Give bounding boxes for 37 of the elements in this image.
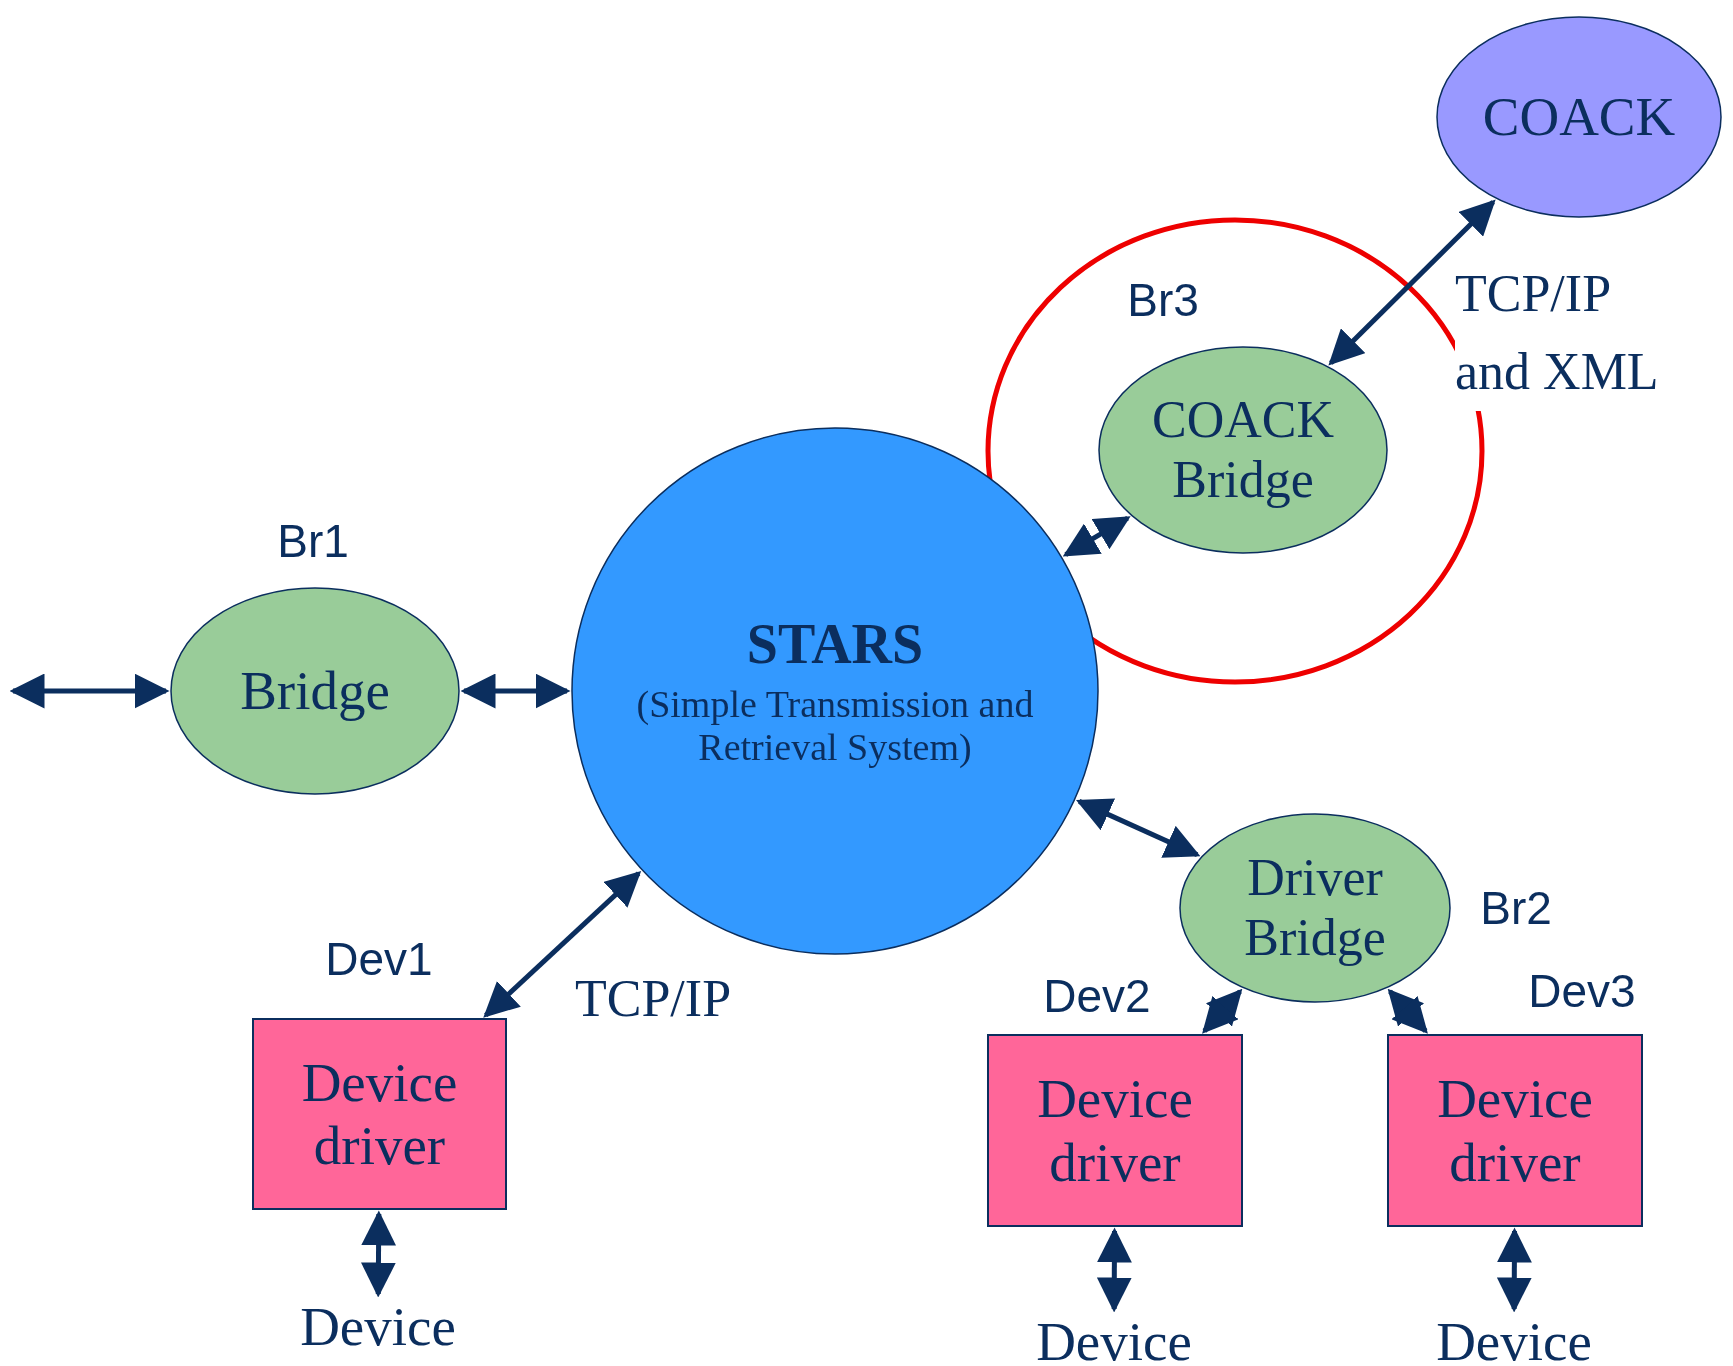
double-arrow (1062, 516, 1131, 557)
node-text: COACK Bridge (1151, 390, 1335, 510)
coack-ellipse (1436, 16, 1722, 218)
stars-circle (571, 427, 1099, 955)
double-arrow (1496, 1227, 1532, 1313)
double-arrow (9, 673, 170, 709)
device-driver-box (1387, 1034, 1643, 1227)
node-tag: Dev1 (325, 936, 433, 982)
node-text: Device driver (1436, 1067, 1594, 1194)
double-arrow (1096, 1227, 1132, 1313)
node-text: Device (1436, 1310, 1592, 1366)
double-arrow (360, 1210, 397, 1298)
node-text: Bridge (240, 659, 390, 723)
device-driver-box (252, 1018, 507, 1210)
node-tag: Dev3 (1528, 968, 1636, 1014)
double-arrow (1387, 988, 1428, 1034)
node-text: COACK (1482, 85, 1676, 149)
node-text: Device (1036, 1310, 1192, 1366)
title-text: STARS (746, 612, 924, 677)
node-text: Device driver (300, 1050, 459, 1178)
double-arrow (1202, 988, 1243, 1034)
subtitle-text: (Simple Transmission and Retrieval System) (635, 682, 1035, 770)
node-text: Device driver (1036, 1067, 1194, 1194)
node-tag: Br1 (277, 518, 349, 564)
node-text: Driver Bridge (1243, 848, 1387, 968)
node-tag: Br3 (1127, 277, 1199, 323)
node-tag: Dev2 (1043, 973, 1151, 1019)
bridge-ellipse (170, 587, 460, 795)
double-arrow (1076, 798, 1201, 858)
bridge-ellipse (1179, 813, 1451, 1003)
bridge-ellipse (1098, 346, 1388, 554)
node-tag: Br2 (1480, 885, 1552, 931)
device-driver-box (987, 1034, 1243, 1227)
double-arrow (483, 871, 642, 1018)
node-text: Device (300, 1295, 456, 1359)
double-arrow (1328, 199, 1496, 366)
double-arrow (460, 673, 571, 709)
